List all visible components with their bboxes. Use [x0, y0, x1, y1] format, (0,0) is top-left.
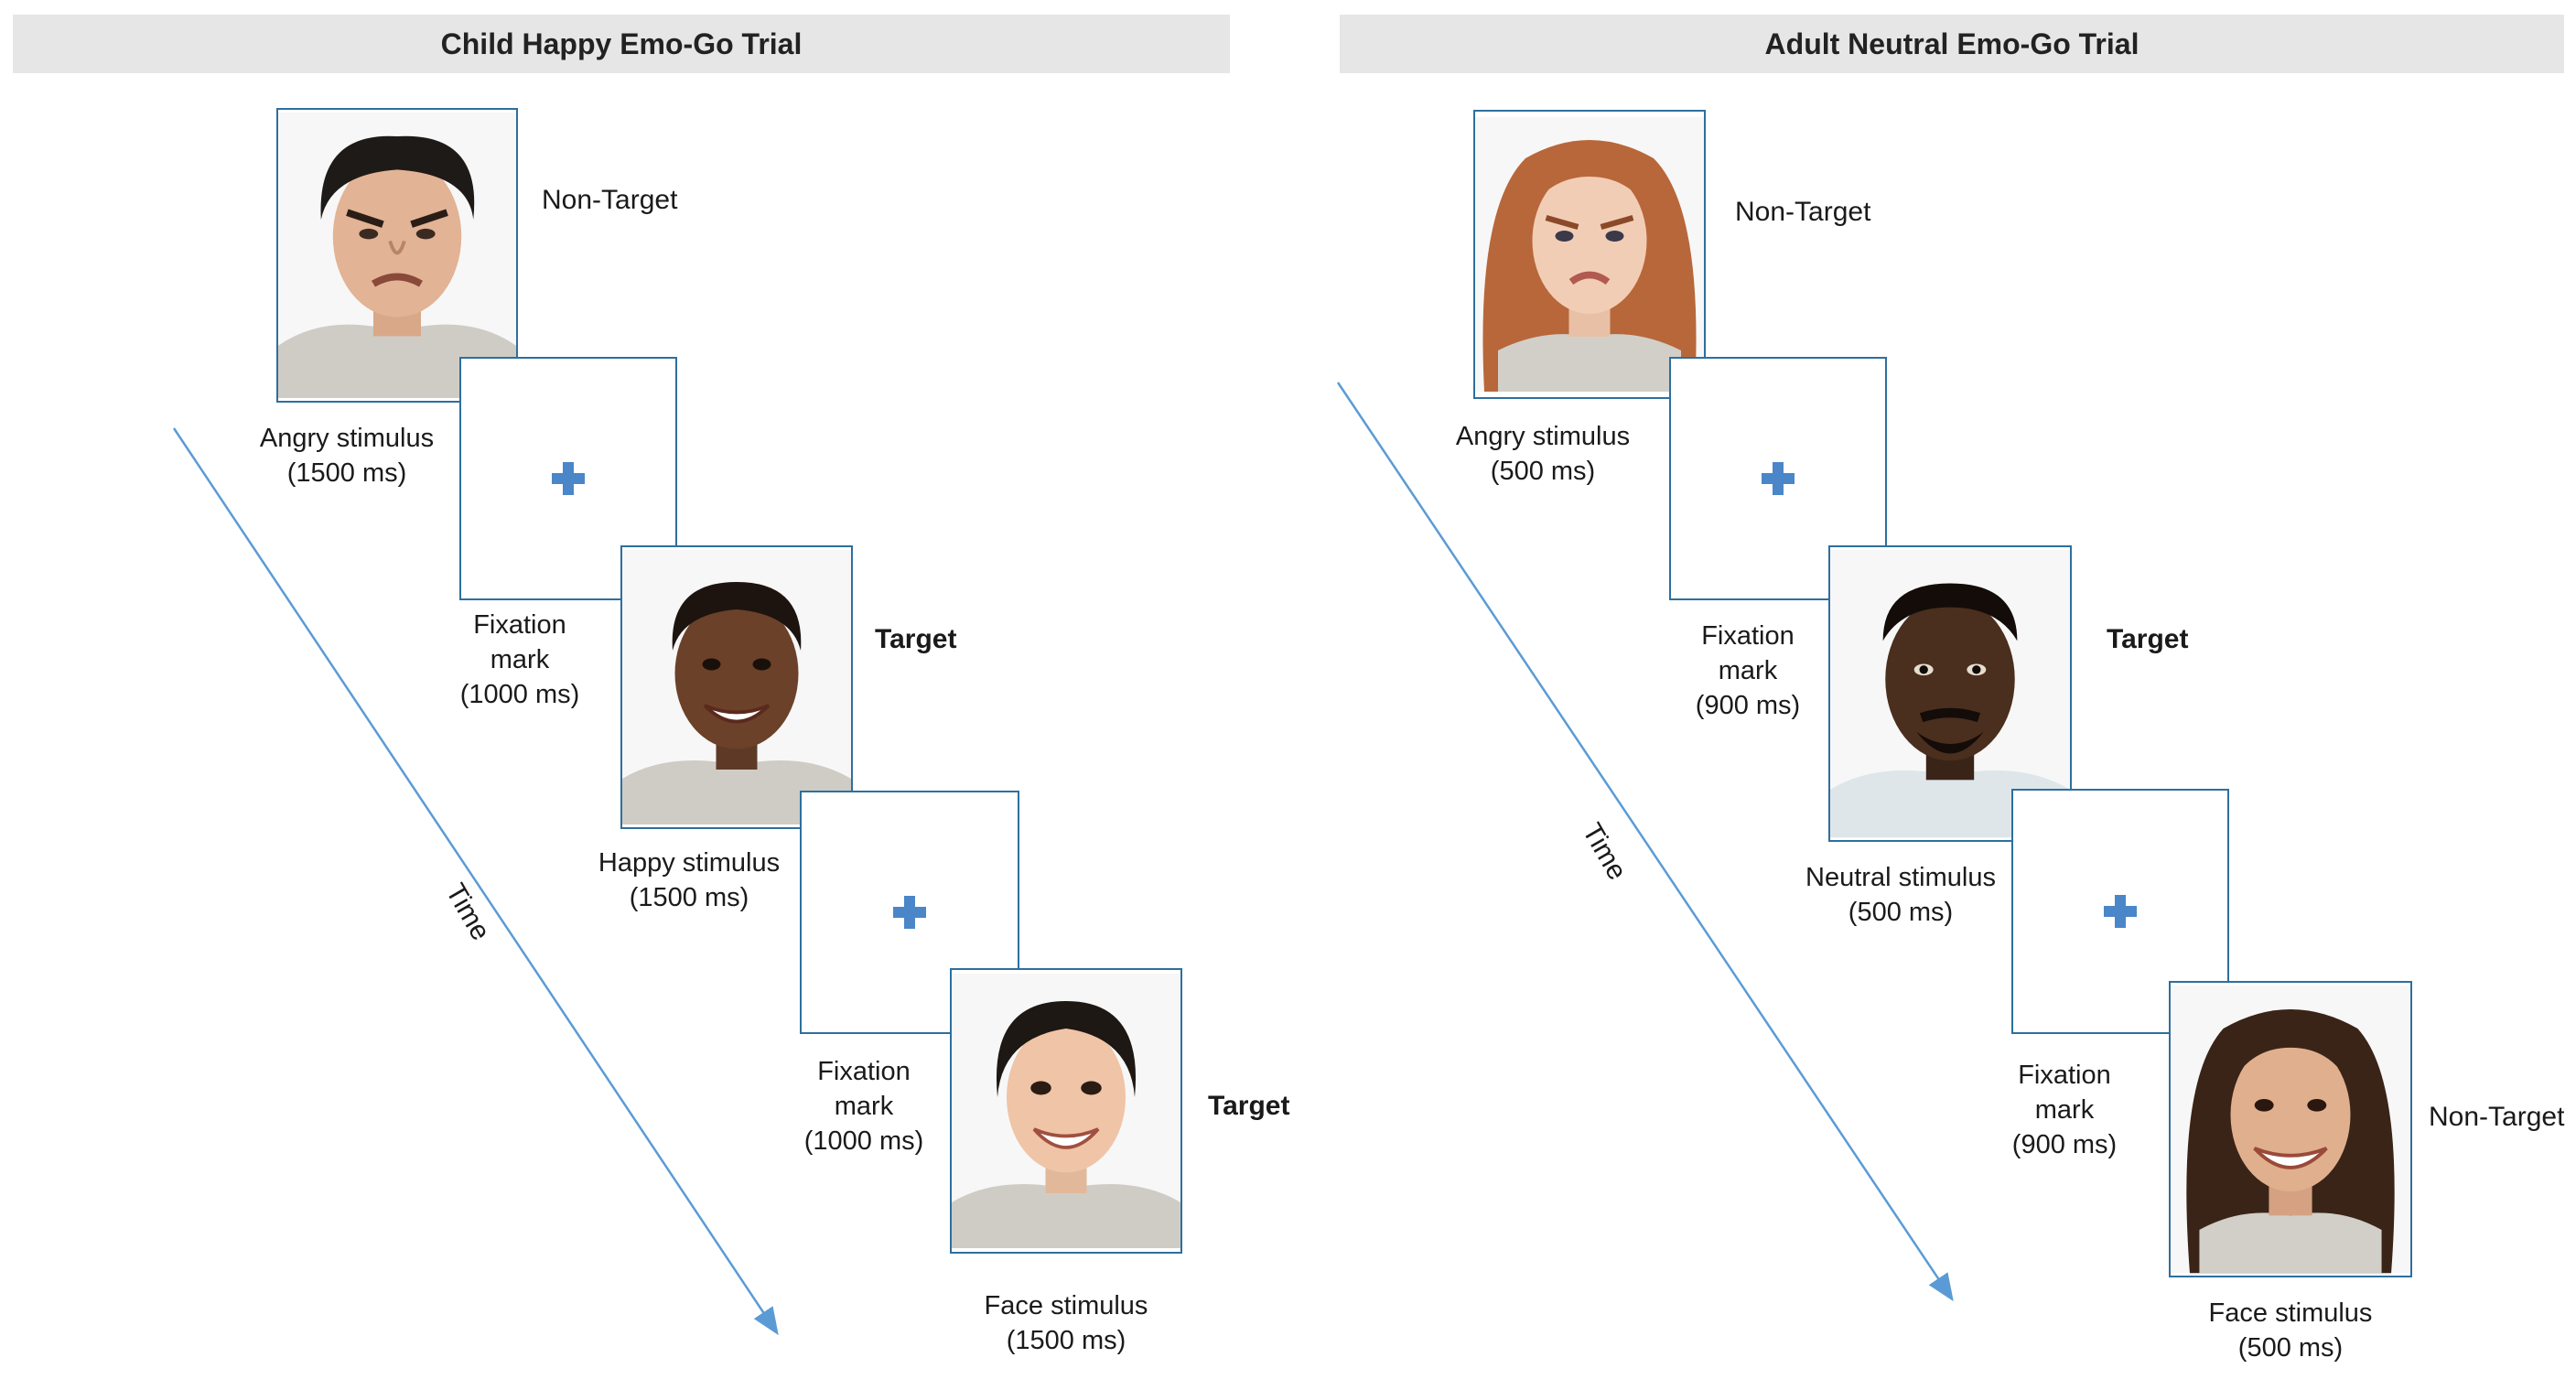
neutral-face-icon [1830, 549, 2070, 838]
step2-caption: Fixation mark (1000 ms) [428, 608, 611, 712]
step5-tag: Target [1208, 1091, 1290, 1121]
fixation-cross-icon [552, 462, 585, 495]
step1-caption: Angry stimulus (1500 ms) [236, 421, 458, 490]
caption-line: Face stimulus [2208, 1298, 2373, 1328]
caption-line: (500 ms) [1490, 457, 1596, 486]
panel-title: Adult Neutral Emo-Go Trial [1340, 15, 2564, 73]
time-label: Time [1576, 818, 1633, 886]
step2-caption: Fixation mark (900 ms) [1647, 619, 1848, 723]
caption-line: Fixation [817, 1057, 911, 1086]
caption-line: Fixation [473, 610, 566, 640]
time-label: Time [439, 878, 496, 946]
happy-stimulus-image [620, 545, 853, 829]
angry-face-icon [1475, 117, 1704, 392]
step4-caption: Fixation mark (900 ms) [1973, 1058, 2156, 1162]
caption-line: (900 ms) [1695, 691, 1801, 720]
caption-line: Face stimulus [984, 1291, 1148, 1320]
caption-line: (900 ms) [2011, 1130, 2118, 1159]
step4-caption: Fixation mark (1000 ms) [772, 1054, 955, 1158]
step3-tag: Target [875, 624, 957, 654]
caption-line: mark [490, 645, 550, 674]
caption-line: (1500 ms) [1006, 1326, 1126, 1355]
panel-adult-neutral: Adult Neutral Emo-Go Trial Time Non-Targ… [1288, 0, 2576, 1379]
smiling-face-icon [2171, 985, 2410, 1274]
step1-tag: Non-Target [1735, 197, 1871, 227]
step5-tag: Non-Target [2429, 1102, 2565, 1132]
caption-line: (1000 ms) [803, 1126, 924, 1156]
step5-caption: Face stimulus (1500 ms) [952, 1288, 1180, 1358]
angry-face-icon [278, 113, 516, 398]
smiling-face-icon [952, 974, 1180, 1248]
fixation-cross-icon [2104, 895, 2137, 928]
fixation-cross-icon [1762, 462, 1795, 495]
caption-line: Fixation [1701, 621, 1795, 651]
caption-line: (500 ms) [2237, 1333, 2344, 1363]
fixation-cross-icon [893, 896, 926, 929]
caption-line: (1000 ms) [459, 680, 580, 709]
caption-line: Fixation [2018, 1061, 2111, 1090]
panel-child-happy: Child Happy Emo-Go Trial Time Non-Target… [13, 15, 1290, 1358]
step3-caption: Neutral stimulus (500 ms) [1786, 860, 2015, 930]
happy-face-icon [622, 550, 851, 824]
step3-tag: Target [2107, 624, 2189, 654]
caption-line: Angry stimulus [259, 424, 435, 453]
caption-line: mark [2034, 1095, 2095, 1125]
caption-line: (500 ms) [1848, 898, 1954, 927]
face-stimulus-image [950, 968, 1182, 1254]
angry-stimulus-image [1473, 110, 1706, 399]
caption-line: Angry stimulus [1455, 422, 1631, 451]
panel-title: Child Happy Emo-Go Trial [13, 15, 1230, 73]
face-stimulus-image [2169, 981, 2412, 1277]
step1-caption: Angry stimulus (500 ms) [1433, 419, 1653, 489]
caption-line: (1500 ms) [286, 458, 407, 488]
step1-tag: Non-Target [542, 185, 678, 215]
step3-caption: Happy stimulus (1500 ms) [575, 846, 803, 915]
step5-caption: Face stimulus (500 ms) [2176, 1296, 2405, 1365]
caption-line: Neutral stimulus [1805, 863, 1996, 892]
caption-line: Happy stimulus [598, 848, 781, 878]
caption-line: (1500 ms) [629, 883, 749, 912]
angry-stimulus-image [276, 108, 518, 403]
caption-line: mark [1718, 656, 1778, 685]
caption-line: mark [834, 1092, 894, 1121]
